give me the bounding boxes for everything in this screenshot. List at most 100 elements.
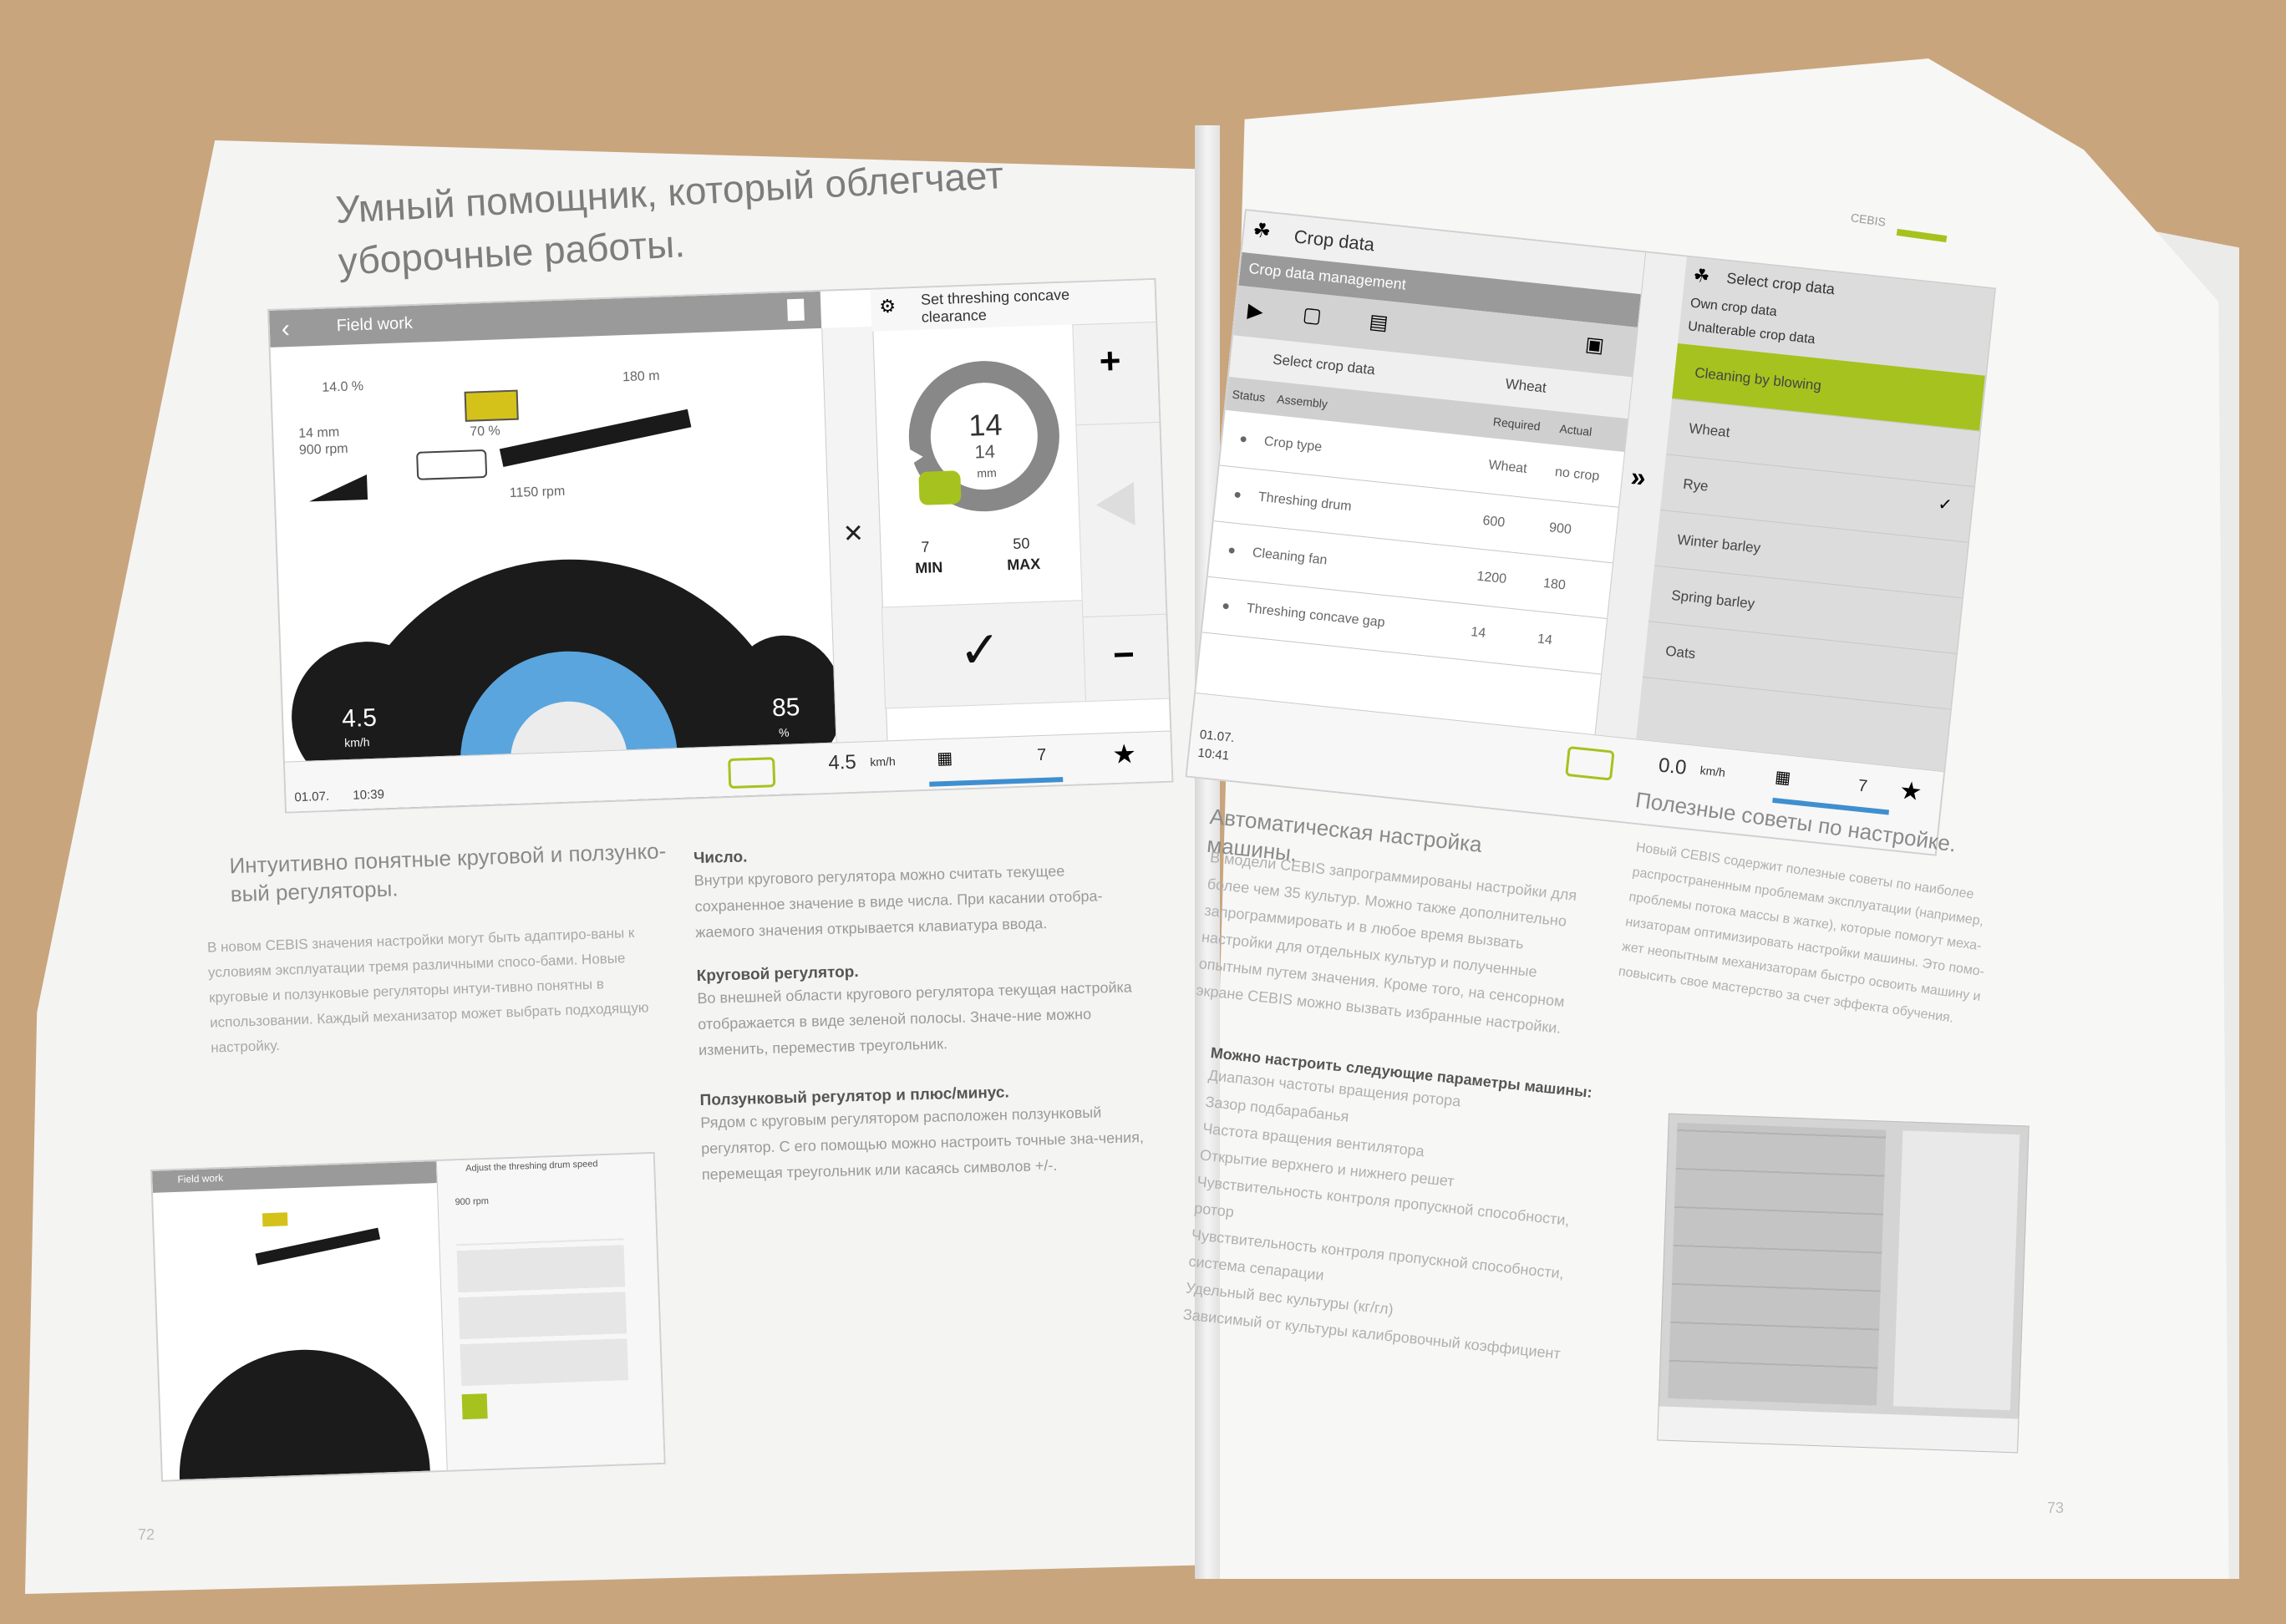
tank-fill: 70 % (469, 424, 501, 439)
thumb-walker-icon (255, 1227, 381, 1266)
thumb-panel-title: Adjust the threshing drum speed (465, 1159, 598, 1174)
status-speed-unit: km/h (1699, 763, 1726, 779)
status-progress (929, 777, 1064, 787)
slider-text: Рядом с круговым регулятором расположен … (700, 1104, 1145, 1184)
straw-walker-icon (499, 409, 692, 468)
checkmark-icon[interactable]: ✓ (958, 621, 1003, 679)
plus-button[interactable]: + (1072, 321, 1161, 427)
combine-status-icon[interactable] (1565, 745, 1615, 781)
back-arrow-icon[interactable]: ‹ (281, 315, 291, 343)
crop-icon: ☘ (1251, 219, 1273, 244)
thumb-header-title: Field work (177, 1171, 224, 1185)
machine-icon[interactable]: ▦ (936, 749, 953, 769)
status-time: 10:41 (1196, 745, 1230, 764)
thumb-tips-list (1668, 1122, 1887, 1406)
fuel-unit: km/h (343, 735, 370, 750)
row-name: Crop type (1263, 434, 1323, 455)
slider-track[interactable] (1075, 421, 1168, 619)
page-number-right: 73 (2047, 1500, 2065, 1516)
favorites-star-icon[interactable]: ★ (1897, 776, 1924, 807)
min-label: MIN (914, 558, 943, 577)
crop-list: Cleaning by blowing Wheat Rye Winter bar… (1642, 343, 1985, 710)
favorites-star-icon[interactable]: ★ (1111, 738, 1137, 770)
folder-icon[interactable]: ▤ (1368, 310, 1389, 335)
status-count: 7 (1857, 776, 1869, 796)
row-actual: no crop (1554, 464, 1601, 485)
own-crop-tab[interactable]: Own crop data (1689, 296, 1778, 320)
min-value: 7 (921, 538, 930, 556)
assembly-table: ● Crop type Wheat no crop ● Threshing dr… (1201, 409, 1625, 675)
row-actual: 900 (1548, 520, 1572, 537)
status-speed: 0.0 (1657, 754, 1688, 779)
number-text: Внутри кругового регулятора можно считат… (693, 862, 1103, 941)
machine-diagram: 14.0 % 180 m 70 % 14 mm 900 rpm 1150 rpm (287, 342, 829, 569)
selected-crop: Wheat (1504, 375, 1547, 396)
play-icon[interactable]: ▶ (1246, 299, 1265, 323)
minus-icon[interactable]: − (1112, 634, 1135, 676)
row-actual: 14 (1537, 632, 1553, 648)
machine-icon[interactable]: ▦ (1774, 768, 1792, 788)
unalterable-tab[interactable]: Unalterable crop data (1687, 319, 1816, 348)
row-actual: 180 (1542, 576, 1567, 593)
col-actual: Actual (1558, 421, 1593, 439)
thumb-keypad-panel: Adjust the threshing drum speed 900 rpm (435, 1153, 665, 1470)
minus-button[interactable]: − (1082, 613, 1171, 703)
max-label: MAX (1006, 555, 1041, 574)
cebis-screen-field-work: ‹ Field work 14.0 % 180 m 70 % 14 mm 900… (267, 277, 1174, 814)
slider-triangle-icon[interactable] (1095, 481, 1135, 527)
combine-status-icon[interactable] (728, 757, 776, 789)
description-column: Число. Внутри кругового регулятора можно… (693, 838, 1153, 1188)
status-dot: ● (1227, 543, 1237, 559)
header-cutter-icon (308, 474, 368, 502)
edit-folder-icon[interactable]: ▣ (1583, 332, 1606, 358)
distance-value: 180 m (622, 368, 660, 385)
intro-paragraph: В новом CEBIS значения настройки могут б… (206, 924, 649, 1056)
load-unit: % (778, 725, 790, 739)
thumbnail-screen-keypad: Field work Adjust the threshing drum spe… (150, 1151, 666, 1482)
select-crop-label: Select crop data (1272, 351, 1376, 378)
row-required: 1200 (1476, 569, 1507, 587)
col-required: Required (1492, 414, 1542, 434)
row-required: 600 (1481, 513, 1506, 530)
status-count: 7 (1036, 745, 1047, 765)
dial-triangle-handle[interactable] (892, 438, 924, 476)
add-folder-icon[interactable]: ▢ (1301, 302, 1323, 328)
thumbnail-screen-tips (1657, 1113, 2029, 1454)
crop-title: Crop data (1293, 226, 1376, 256)
dial-green-bar (918, 470, 962, 505)
dial-subvalue: 14 (974, 440, 996, 463)
clipboard-icon[interactable] (786, 298, 805, 322)
fan-rpm: 1150 rpm (509, 484, 566, 501)
header-title: Field work (336, 313, 414, 336)
max-value: 50 (1013, 535, 1030, 553)
col-assembly: Assembly (1276, 392, 1328, 411)
status-dot: ● (1238, 431, 1248, 447)
plus-icon[interactable]: + (1098, 340, 1122, 383)
close-icon[interactable]: ✕ (842, 520, 865, 549)
dial-value[interactable]: 14 (968, 407, 1003, 443)
params-block: Можно настроить следующие параметры маши… (1181, 1044, 1660, 1375)
rotary-text: Во внешней области кругового регулятора … (697, 978, 1133, 1059)
cebis-screen-crop-data: ☘ Crop data Crop data management ▶ ▢ ▤ ▣… (1185, 209, 1997, 856)
crop-select-icon: ☘ (1692, 264, 1711, 287)
double-chevron-right-icon[interactable]: » (1629, 461, 1648, 493)
grain-tank-icon (464, 389, 519, 422)
check-icon: ✓ (1937, 495, 1953, 515)
confirm-button[interactable]: ✓ (881, 600, 1088, 709)
clearance-value: 14 mm (297, 425, 340, 441)
row-name: Threshing concave gap (1246, 601, 1386, 631)
drum-rpm: 900 rpm (298, 441, 348, 458)
status-time: 10:39 (353, 787, 385, 803)
status-dot: ● (1221, 598, 1231, 614)
thumb-confirm-key[interactable] (461, 1393, 488, 1420)
book-spine (1195, 125, 1220, 1579)
thumb-keypad[interactable] (456, 1238, 629, 1387)
row-required: 14 (1470, 625, 1487, 641)
threshing-drum-icon (416, 449, 488, 480)
gear-icon: ⚙ (878, 295, 897, 317)
row-name: Cleaning fan (1252, 546, 1328, 568)
grain-moisture: 14.0 % (322, 379, 364, 395)
load-value: 85 (771, 693, 800, 723)
select-title: Select crop data (1725, 269, 1836, 298)
thumb-gauge (175, 1345, 430, 1480)
